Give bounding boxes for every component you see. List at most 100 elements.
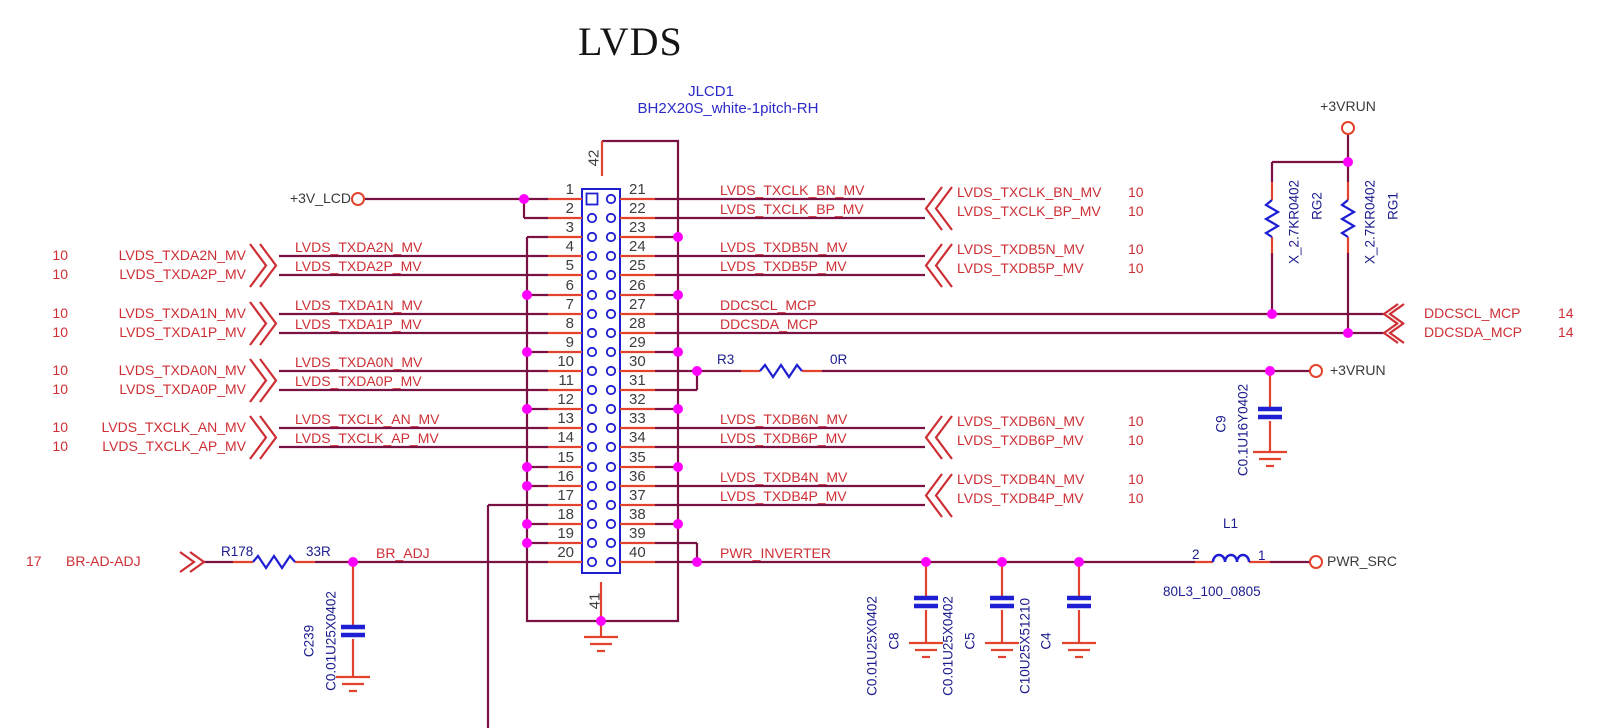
resistor-rg1-body bbox=[1339, 199, 1357, 238]
pin-number-right: 22 bbox=[629, 200, 646, 217]
connector-pin-circle bbox=[586, 537, 598, 549]
pin-number-left: 4 bbox=[565, 238, 574, 255]
junction-dot bbox=[522, 481, 532, 491]
connector-pin-circle bbox=[586, 461, 598, 473]
connector-pin-circle bbox=[586, 212, 598, 224]
offpage-sheet: 10 bbox=[52, 247, 68, 263]
junction-dot bbox=[673, 404, 683, 414]
pin-number-right: 26 bbox=[629, 277, 646, 294]
offpage-chevron-right bbox=[924, 186, 953, 231]
inductor-l1-pin2: 2 bbox=[1192, 547, 1200, 562]
junction-dot bbox=[522, 347, 532, 357]
capacitor-c239-ref: C239 bbox=[301, 624, 317, 658]
resistor-rg1-value: X_2.7KR0402 bbox=[1362, 179, 1378, 265]
net-label: LVDS_TXCLK_BP_MV bbox=[720, 201, 864, 217]
offpage-chevron-right bbox=[1382, 303, 1405, 325]
connector-pin-circle bbox=[605, 384, 617, 396]
pin-number-left: 11 bbox=[558, 372, 574, 389]
pin-number-right: 21 bbox=[629, 181, 646, 198]
connector-pin-circle bbox=[586, 231, 598, 243]
net-label: DDCSDA_MCP bbox=[720, 316, 819, 332]
offpage-net: LVDS_TXDB5P_MV bbox=[957, 260, 1084, 276]
pin-number-right: 39 bbox=[629, 525, 646, 542]
pin-number-right: 38 bbox=[629, 506, 646, 523]
net-label: LVDS_TXCLK_AP_MV bbox=[295, 430, 439, 446]
connector-pin-circle bbox=[605, 499, 617, 511]
offpage-net: LVDS_TXCLK_BP_MV bbox=[957, 203, 1101, 219]
capacitor-plates bbox=[341, 406, 1282, 638]
offpage-sheet: 10 bbox=[52, 305, 68, 321]
pin-number-right: 37 bbox=[629, 487, 646, 504]
pin-number-right: 34 bbox=[629, 429, 646, 446]
connector-pin-circle bbox=[605, 403, 617, 415]
offpage-sheet: 10 bbox=[1128, 432, 1144, 448]
junction-dot bbox=[1074, 557, 1084, 567]
offpage-net: LVDS_TXDB4N_MV bbox=[957, 471, 1085, 487]
connector-pin-circle bbox=[605, 327, 617, 339]
resistor-r178-body bbox=[252, 554, 296, 570]
connector-pin-circle bbox=[586, 499, 598, 511]
offpage-sheet-br-ad-adj: 17 bbox=[26, 553, 42, 569]
wire-left-ground-bus bbox=[525, 237, 601, 623]
offpage-net: LVDS_TXCLK_AP_MV bbox=[102, 438, 246, 454]
connector-pin-circle bbox=[605, 250, 617, 262]
connector-pin-circle bbox=[605, 269, 617, 281]
net-label: LVDS_TXDB4P_MV bbox=[720, 488, 847, 504]
power-symbol-3vrun-top bbox=[1341, 121, 1355, 135]
offpage-sheet: 10 bbox=[1128, 413, 1144, 429]
capacitor-c4-ref: C4 bbox=[1038, 632, 1054, 650]
junction-dot bbox=[596, 616, 606, 626]
offpage-sheet: 10 bbox=[1128, 490, 1144, 506]
offpage-net: LVDS_TXDA0N_MV bbox=[118, 362, 246, 378]
connector-pin-circle bbox=[586, 556, 598, 568]
junction-dot bbox=[692, 366, 702, 376]
pin-number-right: 27 bbox=[629, 296, 646, 313]
pin-number-left: 16 bbox=[557, 468, 574, 485]
pin-number-left: 12 bbox=[557, 391, 574, 408]
offpage-sheet: 10 bbox=[1128, 241, 1144, 257]
pin-number-right: 24 bbox=[629, 238, 646, 255]
connector-pin-circle bbox=[605, 346, 617, 358]
connector-pin-circle bbox=[605, 422, 617, 434]
offpage-chevron-left bbox=[249, 301, 278, 346]
resistor-r3-ref: R3 bbox=[717, 352, 735, 367]
connector-pin-circle bbox=[605, 308, 617, 320]
offpage-net: LVDS_TXDB6N_MV bbox=[957, 413, 1085, 429]
pin-number-right: 40 bbox=[629, 544, 646, 561]
ground-symbol bbox=[1253, 450, 1287, 468]
wire-left-nets bbox=[204, 197, 548, 728]
offpage-net: LVDS_TXCLK_AN_MV bbox=[101, 419, 246, 435]
connector-pin-circle bbox=[605, 556, 617, 568]
pin-number-left: 6 bbox=[565, 277, 574, 294]
connector-pin-circle bbox=[586, 269, 598, 281]
pin-number-left: 20 bbox=[557, 544, 574, 561]
net-label: LVDS_TXDB4N_MV bbox=[720, 469, 848, 485]
connector-pin-circle bbox=[586, 250, 598, 262]
junction-dot bbox=[519, 194, 529, 204]
resistor-r3-value: 0R bbox=[830, 352, 848, 367]
net-label: LVDS_TXDB6P_MV bbox=[720, 430, 847, 446]
junction-dot bbox=[673, 347, 683, 357]
power-symbol-3vrun-mid bbox=[1309, 364, 1323, 378]
net-label: LVDS_TXDA2N_MV bbox=[295, 239, 423, 255]
offpage-sheet: 14 bbox=[1558, 305, 1574, 321]
connector-pin-circle bbox=[586, 518, 598, 530]
offpage-chevron-right bbox=[1382, 322, 1405, 344]
capacitor-c4-value: C10U25X51210 bbox=[1017, 597, 1033, 695]
net-label: LVDS_TXCLK_AN_MV bbox=[295, 411, 440, 427]
offpage-chevron-left bbox=[249, 243, 278, 288]
capacitor-c5-ref: C5 bbox=[962, 632, 978, 650]
junction-dot bbox=[348, 557, 358, 567]
inductor-l1-ref: L1 bbox=[1223, 516, 1239, 531]
offpage-sheet: 10 bbox=[1128, 260, 1144, 276]
pin-number-left: 13 bbox=[557, 410, 574, 427]
offpage-net: LVDS_TXDB5N_MV bbox=[957, 241, 1085, 257]
pin-number-left: 7 bbox=[565, 296, 574, 313]
junction-dot bbox=[1265, 366, 1275, 376]
net-label: LVDS_TXDA2P_MV bbox=[295, 258, 422, 274]
offpage-chevron-left bbox=[249, 415, 278, 460]
connector-pin-circle bbox=[605, 441, 617, 453]
connector-pin-circle bbox=[586, 346, 598, 358]
